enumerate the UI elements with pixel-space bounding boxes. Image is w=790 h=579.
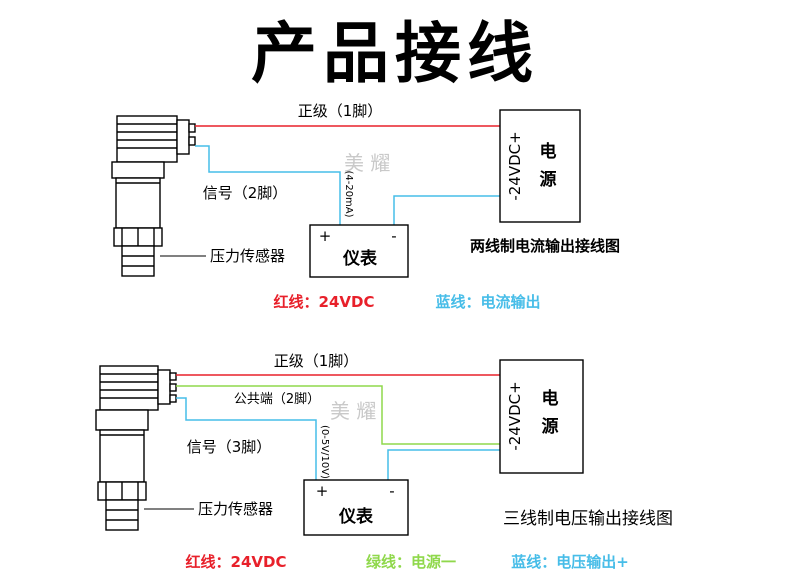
wire-signal-label-1: 信号（2脚） — [203, 184, 288, 202]
legend-green-2: 绿线：电源一 — [366, 553, 456, 571]
meter-minus-2: - — [389, 482, 394, 500]
power-label-2a: 电 — [542, 388, 559, 409]
power-label-2b: 源 — [542, 416, 559, 437]
sensor-label-2: 压力传感器 — [198, 500, 273, 518]
power-supply-box-2 — [499, 359, 584, 474]
signal-range-1: (4-20mA) — [343, 170, 354, 217]
power-voltage-1: -24VDC+ — [506, 131, 524, 200]
wire-blue-return-1 — [393, 195, 500, 228]
page-title: 产品接线 — [251, 15, 539, 92]
watermark-2: 美 耀 — [330, 399, 376, 423]
wire-blue-signal-1 — [195, 145, 341, 228]
meter-plus-1: + — [319, 227, 332, 245]
wire-blue-signal-2 — [176, 397, 317, 482]
wire-signal-label-2: 信号（3脚） — [187, 438, 272, 456]
meter-box-1 — [309, 224, 409, 278]
power-label-1b: 源 — [540, 169, 557, 190]
caption-2: 三线制电压输出接线图 — [503, 509, 673, 529]
sensor-label-1: 压力传感器 — [210, 247, 285, 265]
caption-1: 两线制电流输出接线图 — [470, 237, 620, 255]
signal-range-2: (0-5V/10V) — [319, 425, 330, 479]
power-label-1a: 电 — [540, 141, 557, 162]
meter-label-2: 仪表 — [338, 506, 374, 527]
watermark-1: 美 耀 — [344, 151, 390, 175]
sensor-body — [99, 429, 145, 483]
wire-common-label-2: 公共端（2脚） — [234, 391, 320, 407]
meter-box-2 — [303, 479, 409, 536]
legend-red-2: 红线：24VDC — [186, 553, 287, 571]
legend-blue-2: 蓝线：电压输出+ — [511, 553, 629, 571]
wire-positive-label-2: 正级（1脚） — [274, 352, 359, 370]
meter-label-1: 仪表 — [342, 248, 378, 269]
wire-green-common-2 — [176, 385, 500, 445]
wire-positive-label-1: 正级（1脚） — [298, 102, 383, 120]
legend-blue-1: 蓝线：电流输出 — [435, 293, 540, 311]
meter-plus-2: + — [316, 482, 329, 500]
power-supply-box-1 — [499, 109, 581, 223]
diagram-two-wire: + - 仪表 -24VDC+ 电 源 正级（1脚） 信号（2脚） (4-20mA… — [111, 102, 620, 311]
pressure-sensor-1 — [111, 115, 196, 277]
sensor-connector-head — [99, 365, 159, 411]
power-voltage-2: -24VDC+ — [506, 381, 524, 450]
diagram-three-wire: + - 仪表 -24VDC+ 电 源 正级（1脚） 公共端（2脚） 信号（3脚）… — [95, 352, 673, 571]
sensor-body — [115, 177, 161, 229]
pressure-sensor-2 — [95, 365, 177, 531]
meter-minus-1: - — [391, 227, 396, 245]
wire-blue-return-2 — [387, 449, 500, 482]
legend-red-1: 红线：24VDC — [274, 293, 375, 311]
sensor-connector-head — [116, 115, 178, 163]
